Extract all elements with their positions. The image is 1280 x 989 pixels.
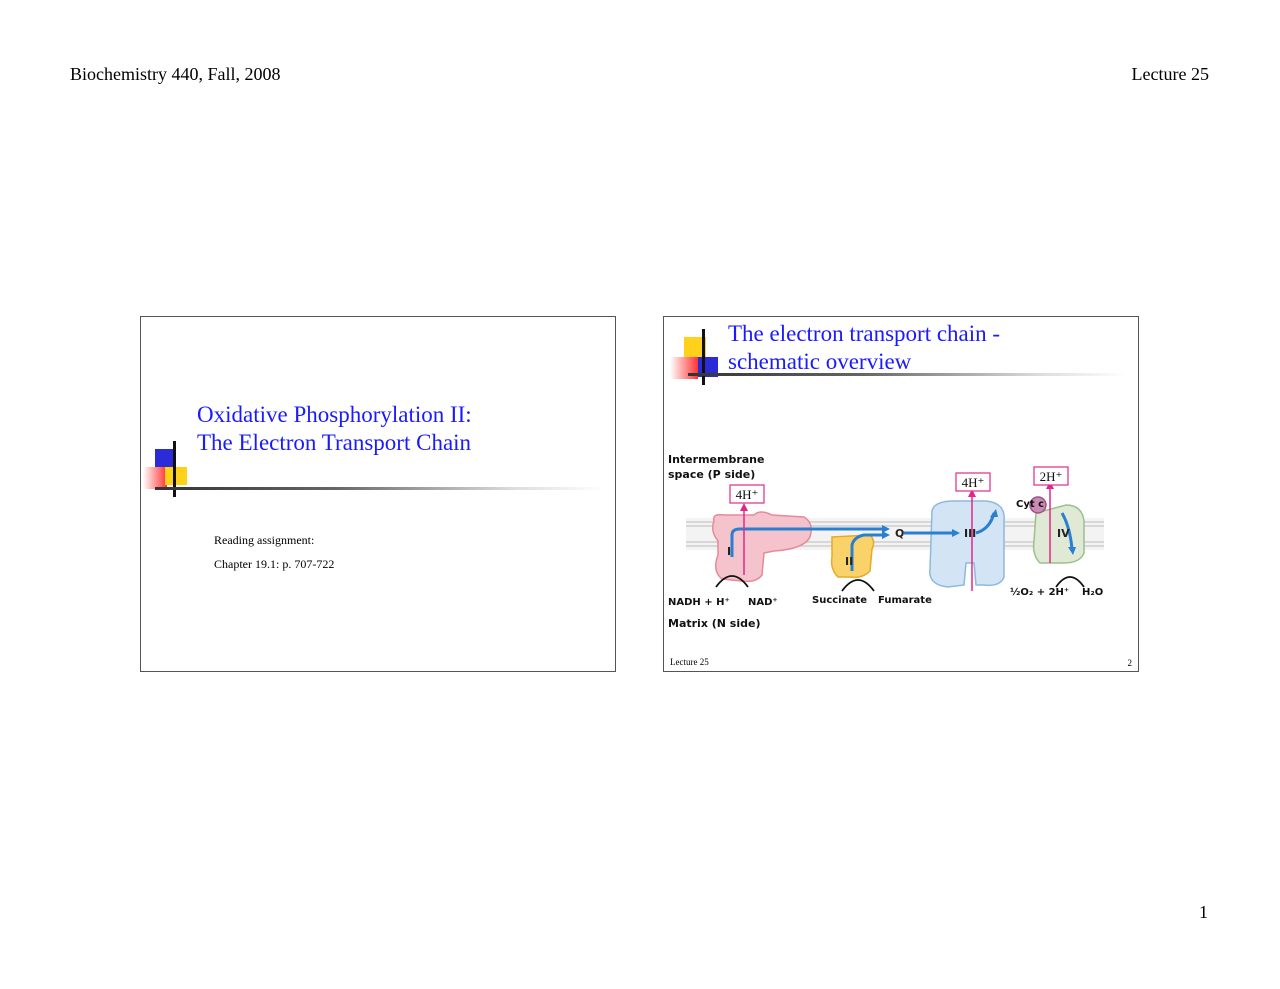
header-lecture: Lecture 25 xyxy=(1131,64,1209,84)
slide-1: Oxidative Phosphorylation II: The Electr… xyxy=(140,316,616,672)
reaction-arcs xyxy=(715,575,1085,592)
proton-pumps xyxy=(743,485,1051,591)
water-label: H₂O xyxy=(1082,587,1103,598)
complex-I-label: I xyxy=(727,545,731,558)
reading-chapter: Chapter 19.1: p. 707-722 xyxy=(214,557,335,571)
slide-decoration xyxy=(141,441,193,501)
svg-text:2H⁺: 2H⁺ xyxy=(1040,469,1063,484)
fumarate-label: Fumarate xyxy=(878,595,932,606)
nadh-label: NADH + H⁺ xyxy=(668,597,730,608)
slide-2: The electron transport chain - schematic… xyxy=(663,316,1139,672)
oxygen-label: ½O₂ + 2H⁺ xyxy=(1010,587,1069,598)
complex-II-label: II xyxy=(845,555,853,568)
header-course: Biochemistry 440, Fall, 2008 xyxy=(70,64,281,84)
complex-III xyxy=(929,500,1005,588)
reading-label: Reading assignment: xyxy=(214,533,315,547)
q-label: Q xyxy=(895,527,904,540)
intermembrane-label-2: space (P side) xyxy=(668,468,755,481)
svg-text:4H⁺: 4H⁺ xyxy=(962,475,985,490)
page-number: 1 xyxy=(1199,902,1208,922)
cytochrome-c xyxy=(1029,496,1047,514)
complex-IV-label: IV xyxy=(1057,527,1070,540)
succinate-label: Succinate xyxy=(812,595,867,606)
slide-footer-lecture: Lecture 25 xyxy=(670,657,709,667)
proton-box-I: 4H⁺ xyxy=(729,484,765,504)
etc-diagram: 4H⁺ 4H⁺ 2H⁺ Intermembrane space (P side)… xyxy=(668,453,1104,630)
title-rule xyxy=(688,373,1128,376)
nad-label: NAD⁺ xyxy=(748,597,778,608)
proton-box-IV: 2H⁺ xyxy=(1033,466,1069,486)
intermembrane-label: Intermembrane xyxy=(668,453,764,466)
svg-text:4H⁺: 4H⁺ xyxy=(736,487,759,502)
slide-title: The electron transport chain - schematic… xyxy=(728,321,1001,374)
title-rule xyxy=(155,487,605,490)
slide-decoration xyxy=(664,329,724,389)
slide-title: Oxidative Phosphorylation II: The Electr… xyxy=(197,402,472,455)
matrix-label: Matrix (N side) xyxy=(668,617,761,630)
complex-III-label: III xyxy=(964,527,976,540)
slide-number: 2 xyxy=(1127,658,1133,668)
proton-box-III: 4H⁺ xyxy=(955,472,991,492)
cytc-label: Cyt c xyxy=(1016,499,1044,510)
